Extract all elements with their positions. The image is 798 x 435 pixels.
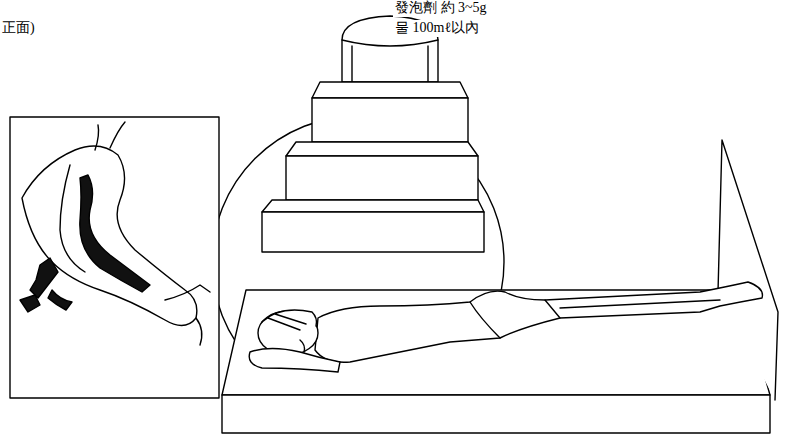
stepped-housing	[262, 82, 484, 252]
patient	[249, 282, 762, 372]
annotation-label: 물 100mℓ以內	[393, 20, 481, 37]
annotation-label: 發泡劑 約 3~5g	[393, 0, 489, 17]
exam-table	[222, 140, 778, 433]
annotation-label: 正面)	[0, 20, 37, 37]
xray-inset	[10, 117, 219, 398]
